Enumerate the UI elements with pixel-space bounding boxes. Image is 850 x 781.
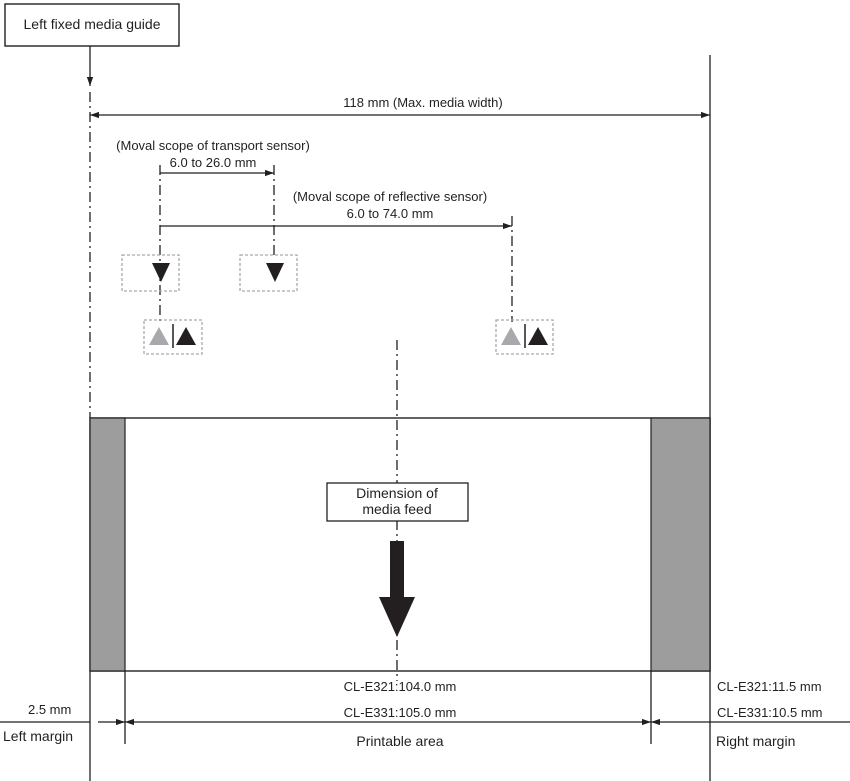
media-feed-box (326, 482, 469, 522)
max-width-label: 118 mm (Max. media width) (343, 95, 502, 110)
reflective-sensor-scope: (Moval scope of reflective sensor) 6.0 t… (160, 189, 512, 230)
reflective-range-label: 6.0 to 74.0 mm (347, 206, 434, 221)
media-feed-label-line1: Dimension of (356, 485, 438, 501)
media-feed-label-line2: media feed (362, 501, 431, 517)
media-feed-callout: Dimension of media feed (326, 482, 469, 522)
reflective-sensor-min-icon (143, 319, 203, 355)
transport-scope-label: (Moval scope of transport sensor) (116, 138, 310, 153)
max-width-dimension: 118 mm (Max. media width) (90, 95, 710, 119)
right-margin-e321-label: CL-E321:11.5 mm (717, 679, 822, 694)
transport-sensor-max-icon (239, 254, 298, 292)
transport-sensor-scope: (Moval scope of transport sensor) 6.0 to… (116, 138, 310, 177)
left-margin-area (89, 417, 126, 672)
right-margin-dimension: CL-E321:11.5 mm CL-E331:10.5 mm Right ma… (651, 679, 850, 749)
left-margin-dimension: 2.5 mm Left margin (0, 702, 125, 744)
media-feed-arrow-icon (379, 541, 415, 637)
left-margin-label: Left margin (3, 728, 73, 744)
reflective-scope-label: (Moval scope of reflective sensor) (293, 189, 487, 204)
printable-e331-label: CL-E331:105.0 mm (344, 705, 457, 720)
left-guide-callout: Left fixed media guide (4, 3, 180, 86)
left-margin-value: 2.5 mm (28, 702, 71, 717)
printable-e321-label: CL-E321:104.0 mm (344, 679, 457, 694)
transport-sensor-min-icon (121, 254, 180, 292)
right-margin-label: Right margin (716, 733, 795, 749)
reflective-sensor-max-icon (495, 319, 554, 355)
transport-range-label: 6.0 to 26.0 mm (170, 155, 257, 170)
printable-area-label: Printable area (356, 733, 443, 749)
printable-area-dimension: CL-E321:104.0 mm CL-E331:105.0 mm Printa… (125, 679, 651, 749)
right-margin-e331-label: CL-E331:10.5 mm (717, 705, 823, 720)
right-margin-area (650, 417, 711, 672)
left-guide-box (4, 3, 180, 47)
left-guide-label: Left fixed media guide (24, 16, 161, 32)
